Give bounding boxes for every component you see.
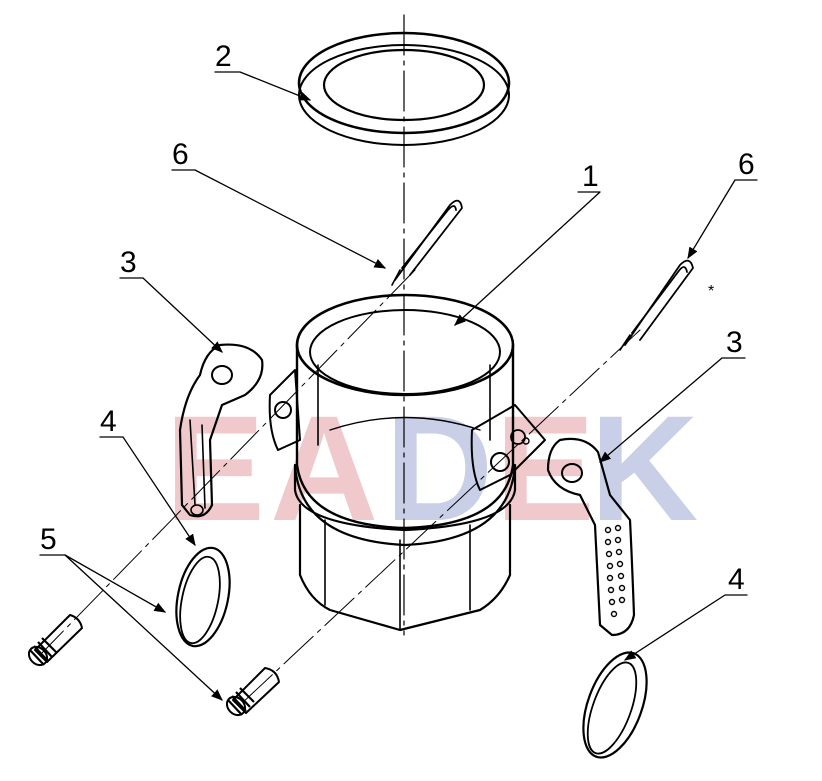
callout-pins: 5 — [40, 523, 57, 556]
watermark: E A D E K — [165, 384, 698, 552]
coupler-body — [268, 293, 546, 632]
callout-lever-left: 3 — [120, 246, 137, 279]
callout-clip-right: 6 — [738, 148, 755, 181]
split-ring-left — [175, 546, 231, 648]
asterisk-mark: * — [708, 283, 714, 300]
pin-axis-left — [39, 269, 416, 656]
split-ring-right — [582, 651, 648, 759]
gasket — [297, 31, 511, 146]
watermark-letter-5: K — [590, 384, 698, 552]
pin-right — [225, 667, 280, 717]
callout-ring-left: 4 — [100, 405, 117, 438]
leader-lines — [39, 71, 758, 701]
callout-clip-left: 6 — [172, 138, 189, 171]
safety-clip-right — [619, 259, 694, 351]
pin-axis-right — [239, 329, 641, 706]
callout-lever-right: 3 — [726, 326, 743, 359]
safety-clip-left — [391, 199, 463, 286]
pin-left — [27, 614, 83, 667]
cam-lever-left — [178, 343, 264, 518]
callout-gasket: 2 — [215, 40, 232, 73]
callout-ring-right: 4 — [728, 563, 745, 596]
cam-lever-right — [546, 437, 636, 637]
lever-grip-holes — [604, 524, 626, 618]
callout-body: 1 — [582, 160, 599, 193]
